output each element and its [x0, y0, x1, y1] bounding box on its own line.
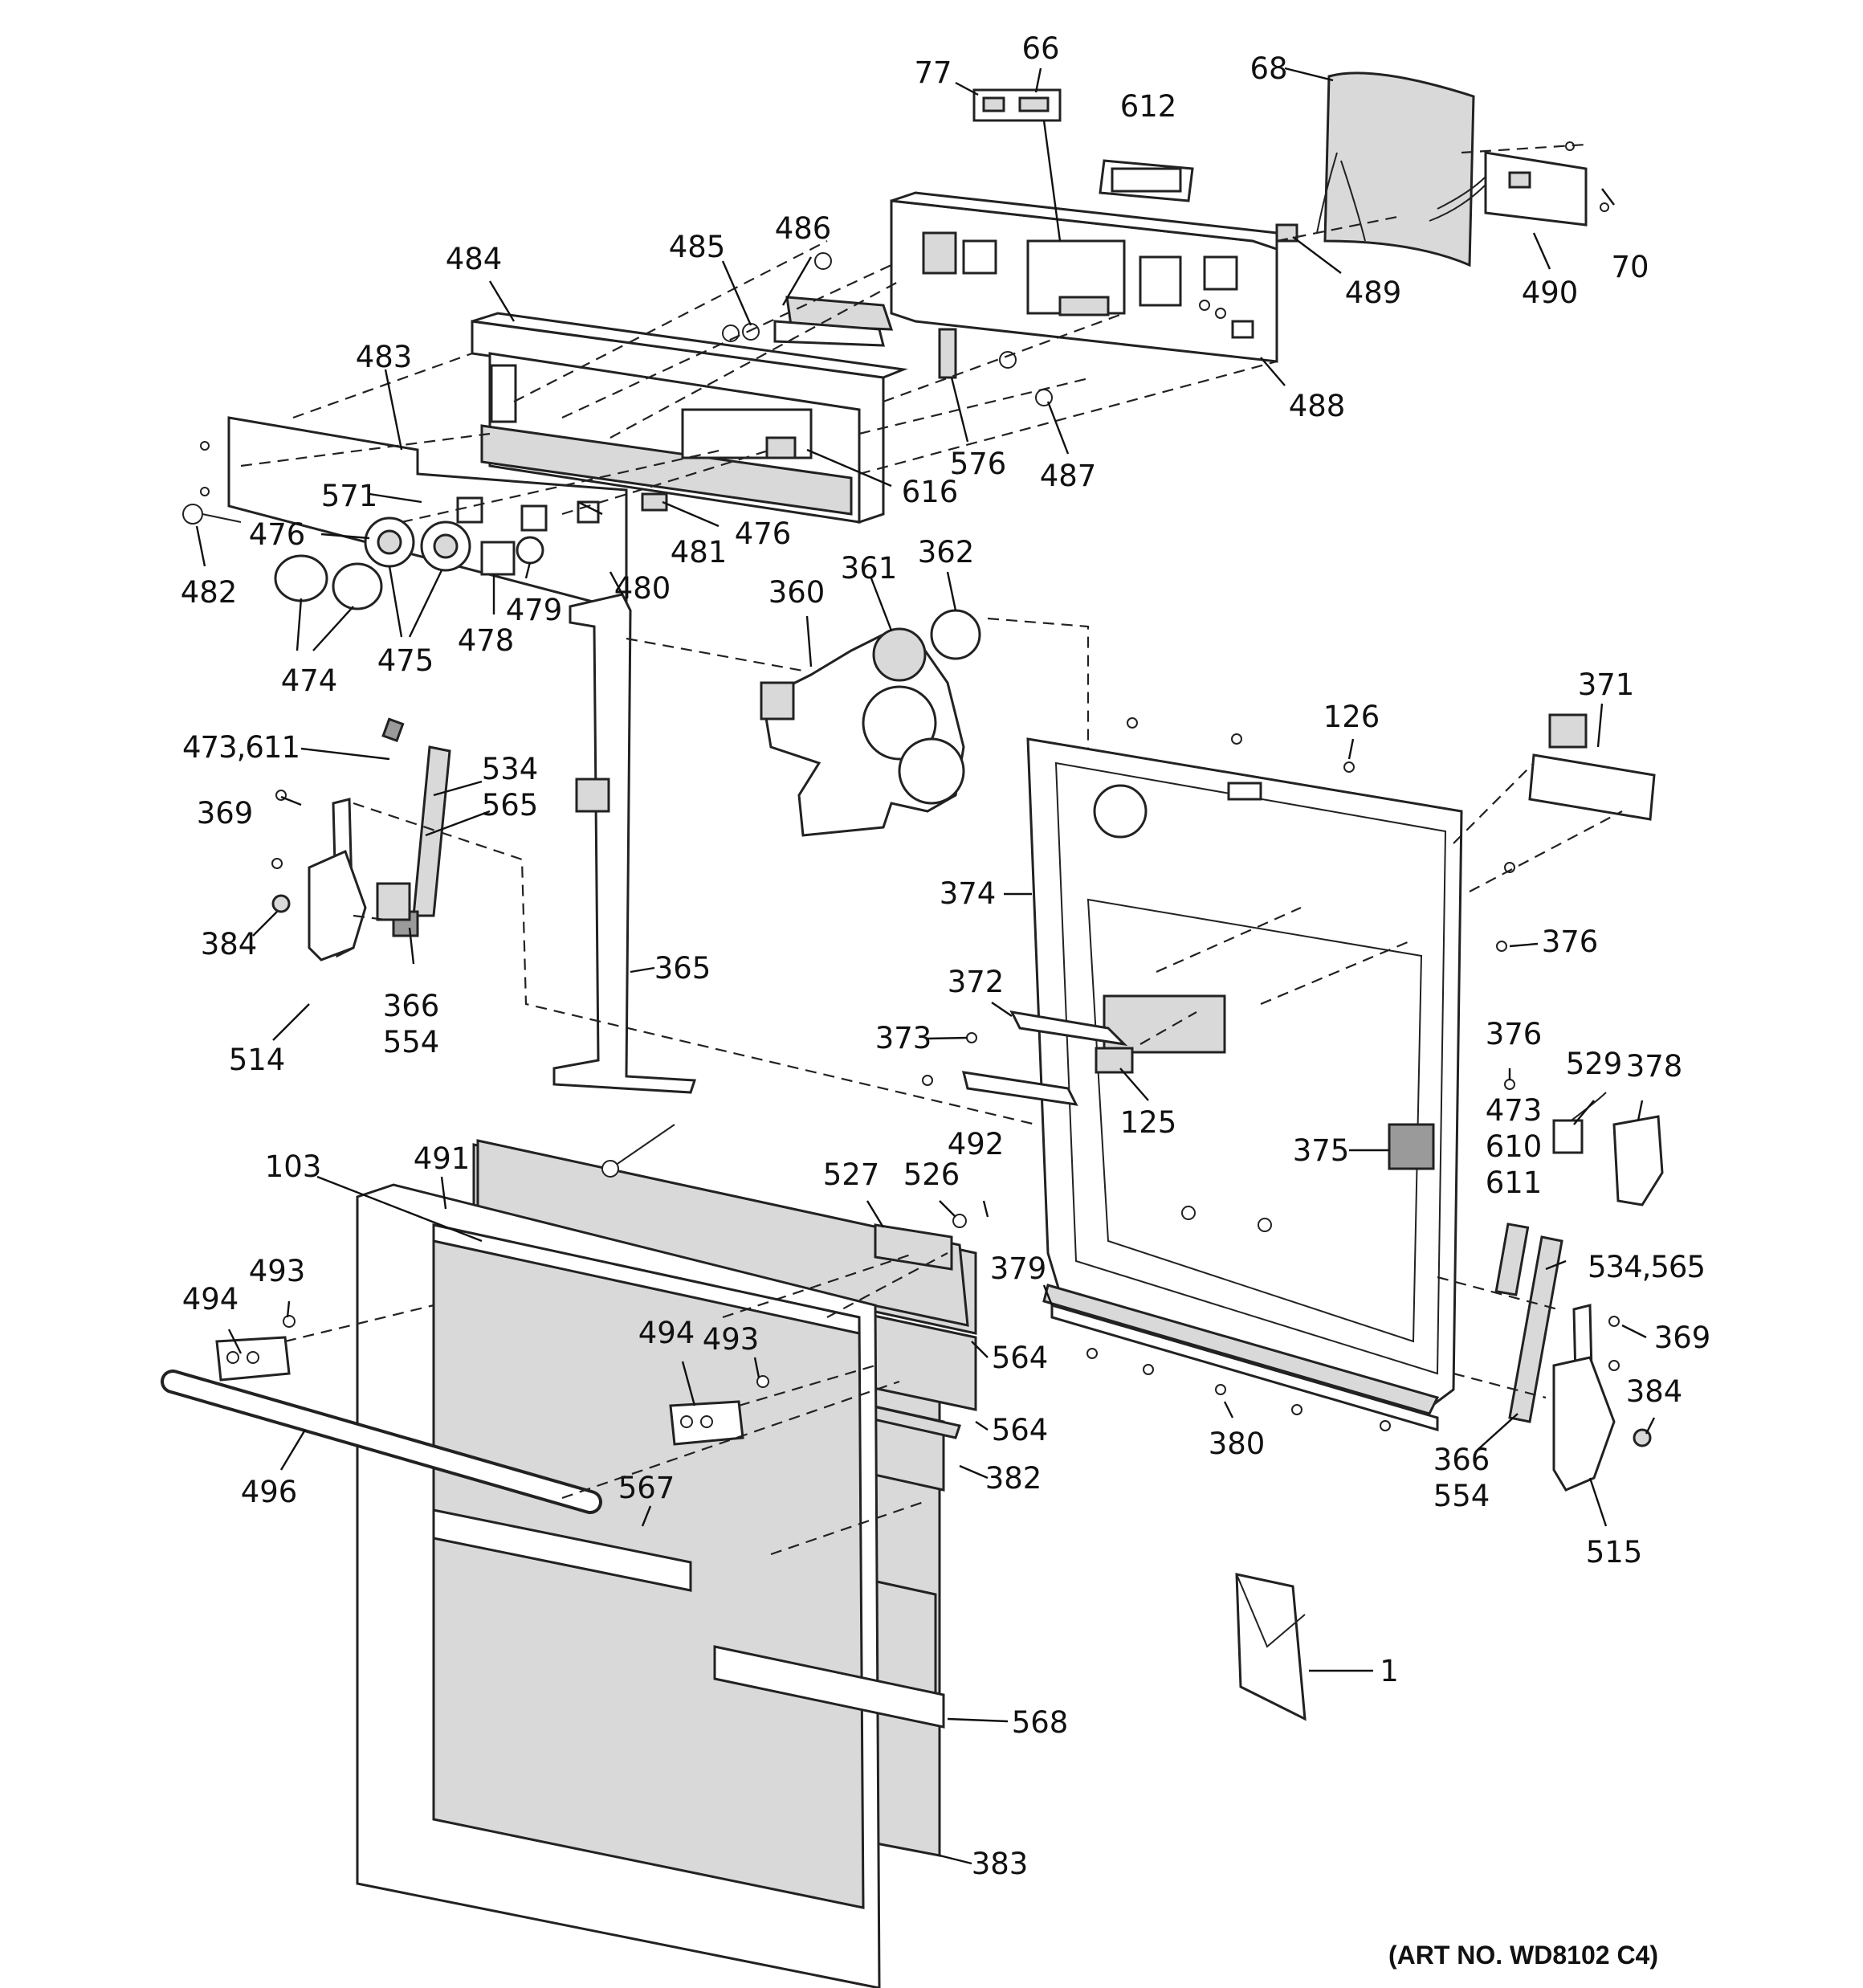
callout-label: 125: [1120, 1105, 1177, 1140]
callout-label: 529: [1566, 1047, 1623, 1081]
callout-label: 494: [638, 1316, 695, 1350]
callout-label: 378: [1626, 1049, 1683, 1084]
callout-label: 103: [265, 1149, 322, 1184]
callout-label: 380: [1209, 1427, 1266, 1461]
callout-label: 515: [1586, 1535, 1643, 1570]
callout-label: 126: [1323, 700, 1380, 734]
callout-label: 479: [506, 593, 563, 627]
literature-packet: [1235, 1573, 1307, 1721]
callout-label: 534: [482, 752, 539, 786]
callout-label: 488: [1289, 389, 1346, 423]
callout-label: 564: [992, 1413, 1049, 1447]
callout-label: 379: [990, 1251, 1047, 1286]
callout-label: 564: [992, 1341, 1049, 1375]
callout-label: 369: [197, 796, 254, 831]
callout-label: 496: [241, 1475, 298, 1509]
callout-label: 571: [321, 479, 378, 513]
callout-label: 376: [1486, 1017, 1543, 1051]
callout-label: 484: [446, 242, 503, 276]
callout-label: 565: [482, 788, 539, 823]
callout-label: 612: [1120, 89, 1177, 124]
callout-label: 473,611: [182, 730, 300, 765]
callout-label: 372: [948, 965, 1005, 999]
callout-label: 482: [181, 575, 238, 610]
callout-label: 373: [875, 1021, 932, 1055]
callout-label: 554: [383, 1025, 440, 1059]
callout-label: 485: [669, 230, 726, 264]
callout-label: 487: [1040, 459, 1097, 493]
callout-label: 375: [1293, 1133, 1350, 1168]
callout-label: 514: [229, 1043, 286, 1077]
callout-label: 576: [950, 447, 1007, 481]
left-hinge-assembly: [271, 717, 1037, 1126]
callout-label: 478: [458, 623, 515, 658]
callout-label: 476: [249, 517, 306, 552]
callout-label: 384: [1626, 1374, 1683, 1409]
callout-label: 486: [775, 211, 832, 246]
callout-label: 473: [1486, 1093, 1543, 1128]
callout-label: 491: [414, 1141, 471, 1176]
callout-label: 361: [841, 551, 898, 586]
callout-label: 490: [1522, 276, 1579, 310]
callout-label: 371: [1578, 667, 1635, 702]
callout-label: 77: [914, 55, 952, 90]
callout-label: 474: [281, 663, 338, 698]
callout-label: 489: [1345, 276, 1402, 310]
callout-label: 610: [1486, 1129, 1543, 1164]
callout-label: 384: [201, 927, 258, 961]
callout-label: 494: [182, 1282, 239, 1316]
callout-label: 527: [823, 1157, 880, 1192]
callout-label: 534,565: [1588, 1250, 1705, 1284]
callout-label: 382: [985, 1461, 1042, 1496]
inner-door-assembly: [552, 593, 1656, 1431]
callout-label: 493: [249, 1254, 306, 1288]
callout-label: 483: [356, 340, 413, 374]
callout-label: 480: [614, 571, 671, 606]
callout-label: 526: [903, 1157, 960, 1192]
callout-labels: 77 66 612 68 70 490 489 488 487 576 616 …: [181, 31, 1711, 1881]
callout-label: 554: [1433, 1479, 1490, 1513]
callout-label: 360: [768, 575, 826, 610]
callout-label: 366: [1433, 1443, 1490, 1477]
callout-label: 374: [940, 876, 997, 911]
callout-label: 66: [1021, 31, 1059, 66]
callout-label: 366: [383, 989, 440, 1023]
callout-label: 362: [918, 535, 975, 569]
callout-label: 476: [735, 516, 792, 551]
callout-label: 68: [1249, 51, 1287, 86]
callout-label: 376: [1542, 925, 1599, 959]
control-panel-assembly: [182, 71, 1609, 612]
callout-label: 616: [902, 475, 959, 509]
outer-door-assembly: [161, 1124, 977, 1988]
callout-label: 492: [948, 1127, 1005, 1161]
right-hinge-assembly: [1437, 1092, 1664, 1492]
callout-label: 481: [671, 535, 728, 569]
callout-label: 369: [1654, 1321, 1711, 1355]
callout-label: 611: [1486, 1165, 1543, 1200]
art-number-label: (ART NO. WD8102 C4): [1388, 1941, 1658, 1970]
callout-label: 475: [377, 643, 434, 678]
callout-label: 365: [654, 951, 711, 986]
callout-label: 493: [703, 1322, 760, 1357]
callout-label: 1: [1380, 1654, 1399, 1688]
callout-label: 70: [1611, 250, 1649, 284]
callout-label: 383: [972, 1847, 1029, 1881]
callout-label: 567: [618, 1471, 675, 1505]
leader-lines: [195, 67, 1656, 1865]
callout-label: 568: [1012, 1705, 1069, 1740]
